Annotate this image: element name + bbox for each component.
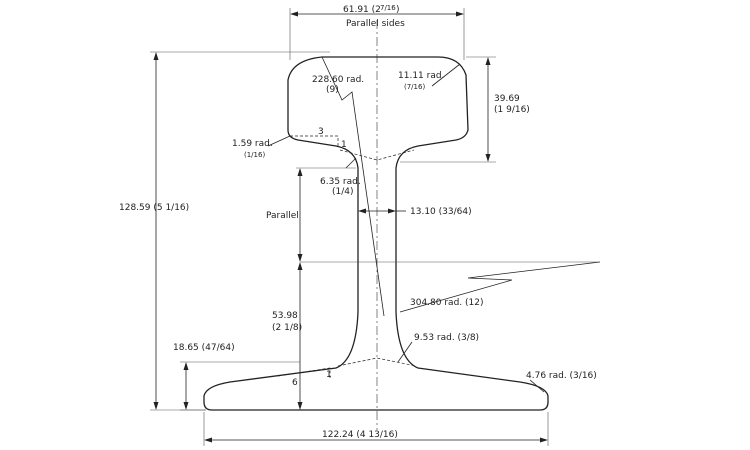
web-height-inch: (2 1/8) [272,323,302,333]
top-width-frac: 7/16 [380,4,396,12]
foot-top-dashed [337,357,417,367]
arrow [153,402,159,410]
arrow [456,11,464,17]
fillet-top-label: 6.35 rad. [320,177,361,187]
foot-slope-1: 1 [326,370,332,380]
foot-slope-construction [277,367,331,378]
head-radius-inch: (9) [326,85,339,95]
head-depth-label: 39.69 [494,94,520,104]
fillet-top-leader [345,157,357,169]
fillet-bottom-label: 9.53 rad. (3/8) [414,333,479,343]
arrow [297,262,303,270]
rail-profile-outline [203,56,549,411]
web-thickness-label: 13.10 (33/64) [410,207,472,217]
arrow [358,208,366,214]
arrow [388,208,396,214]
arrow [204,437,212,443]
fillet-top-inch: (1/4) [332,187,354,197]
corner-radius-leader [431,63,461,87]
under-head-radius-leader [267,135,291,147]
head-slope-3: 3 [318,127,324,137]
corner-radius-inch: (7/16) [404,83,425,91]
corner-radius-label: 11.11 rad. [398,71,444,81]
head-slope-1: 1 [341,140,347,150]
web-radius-label: 304.80 rad. (12) [410,298,483,308]
total-height-label: 128.59 (5 1/16) [119,203,189,213]
base-width-label: 122.24 (4 13/16) [322,430,398,440]
head-underside-dashed [339,149,415,161]
top-width-close: ) [396,5,400,15]
under-head-radius-label: 1.59 rad. [232,139,273,149]
arrow [290,11,298,17]
top-width-label: 61.91 (2 [343,5,381,15]
parallel-label: Parallel [266,211,299,221]
arrow [297,402,303,410]
fillet-bottom-leader [397,341,413,363]
arrow [153,52,159,60]
arrow [183,362,189,370]
foot-height-label: 18.65 (47/64) [173,343,235,353]
head-radius-leader [321,56,385,317]
web-radius-leader [399,261,601,313]
head-depth-inch: (1 9/16) [494,105,530,115]
under-head-radius-inch: (1/16) [244,151,265,159]
web-height-label: 53.98 [272,311,298,321]
arrow [183,402,189,410]
arrow [297,168,303,176]
arrow [485,154,491,162]
parallel-sides-label: Parallel sides [346,19,405,29]
toe-radius-leader [529,379,545,393]
foot-slope-6: 6 [292,378,298,388]
toe-radius-label: 4.76 rad. (3/16) [526,371,597,381]
arrow [540,437,548,443]
arrow [297,254,303,262]
arrow [485,57,491,65]
head-slope-construction [290,135,339,148]
head-radius-label: 228.60 rad. [312,75,364,85]
